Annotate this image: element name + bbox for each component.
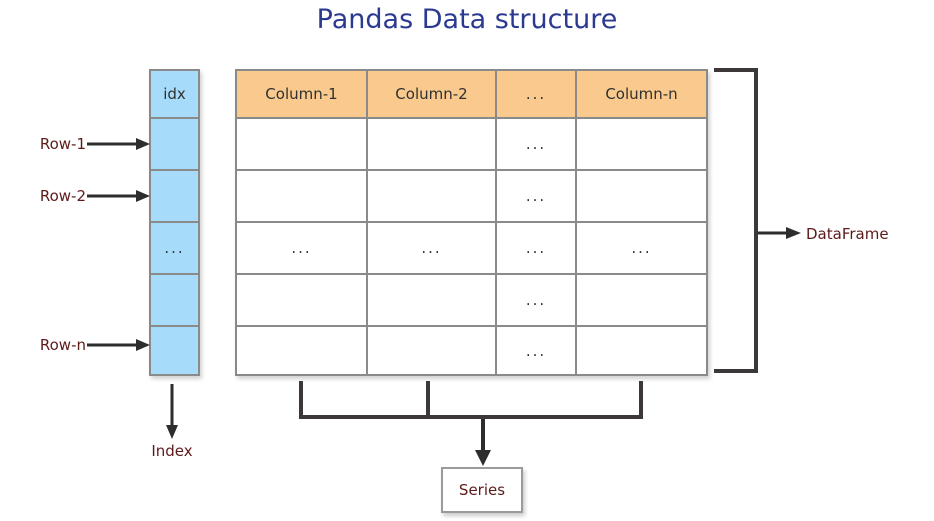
index-cell [149, 273, 200, 327]
table-cell [235, 273, 368, 327]
index-column-table: idx... [149, 69, 200, 376]
index-cell [149, 169, 200, 223]
table-row: ... [149, 221, 200, 275]
table-cell [575, 273, 708, 327]
table-row: ... [235, 325, 708, 376]
table-cell: ... [495, 221, 577, 275]
index-header-cell: idx [149, 69, 200, 119]
series-arrow-icon [475, 419, 491, 466]
table-cell [366, 273, 497, 327]
table-cell [366, 169, 497, 223]
table-row: ... [235, 117, 708, 171]
dataframe-arrow-icon [758, 227, 801, 239]
index-cell [149, 117, 200, 171]
series-label: Series [458, 481, 506, 499]
table-cell: ... [235, 221, 368, 275]
row-2-arrow-icon [87, 190, 150, 202]
dataframe-label: DataFrame [806, 225, 889, 243]
diagram-title: Pandas Data structure [316, 4, 618, 35]
column-header-cell: ... [495, 69, 577, 119]
series-box: Series [441, 467, 523, 513]
index-label: Index [151, 442, 193, 460]
column-header-cell: Column-1 [235, 69, 368, 119]
table-row: ... [235, 273, 708, 327]
table-cell: ... [495, 169, 577, 223]
table-cell: ... [495, 325, 577, 376]
row-label-2: Row-2 [39, 187, 86, 205]
column-header-cell: Column-2 [366, 69, 497, 119]
column-header-cell: Column-n [575, 69, 708, 119]
table-cell: ... [495, 117, 577, 171]
table-cell [575, 117, 708, 171]
table-cell [235, 117, 368, 171]
row-label-1: Row-1 [39, 135, 86, 153]
table-row [149, 169, 200, 223]
index-arrow-icon [166, 384, 178, 439]
table-cell [575, 169, 708, 223]
table-row [149, 325, 200, 376]
table-cell [235, 169, 368, 223]
index-cell: ... [149, 221, 200, 275]
table-cell: ... [495, 273, 577, 327]
table-cell [235, 325, 368, 376]
table-cell: ... [575, 221, 708, 275]
table-row: ............ [235, 221, 708, 275]
table-cell [366, 117, 497, 171]
table-row: ... [235, 169, 708, 223]
table-cell [575, 325, 708, 376]
index-cell [149, 325, 200, 376]
row-label-n: Row-n [39, 336, 86, 354]
series-bracket [299, 381, 643, 419]
row-1-arrow-icon [87, 138, 150, 150]
table-cell: ... [366, 221, 497, 275]
table-cell [366, 325, 497, 376]
table-row [149, 117, 200, 171]
dataframe-bracket [714, 68, 758, 373]
table-row: idx [149, 69, 200, 119]
index-column-body: idx... [149, 69, 200, 376]
row-n-arrow-icon [87, 339, 150, 351]
table-row [149, 273, 200, 327]
